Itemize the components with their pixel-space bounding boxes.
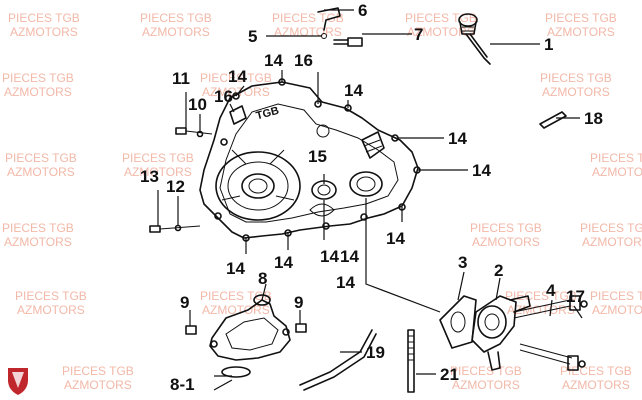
callout-16: 16	[214, 87, 233, 106]
watermark-text: PIECES TGB	[580, 221, 642, 235]
part-water-pump	[185, 294, 307, 378]
watermark-text: AZMOTORS	[452, 378, 520, 392]
callout-16: 16	[294, 51, 313, 70]
watermark-text: PIECES TGB	[122, 151, 194, 165]
callout-2: 2	[494, 261, 503, 280]
callout-14: 14	[448, 129, 467, 148]
callout-15: 15	[308, 147, 327, 166]
callout-14: 14	[228, 67, 247, 86]
brand-shield-icon	[8, 368, 28, 395]
watermark-text: PIECES TGB	[5, 151, 77, 165]
callout-13: 13	[140, 167, 159, 186]
bolt-hole	[220, 138, 228, 146]
part-dipstick	[458, 13, 491, 65]
callout-14: 14	[340, 247, 359, 266]
cover-logo-text: TGB	[255, 105, 281, 123]
watermark-text: PIECES TGB	[2, 221, 74, 235]
callout-14: 14	[386, 229, 405, 248]
part-bolts-left	[149, 127, 213, 233]
watermark-text: AZMOTORS	[124, 165, 192, 179]
callout-14: 14	[320, 247, 339, 266]
watermark-text: AZMOTORS	[407, 25, 475, 39]
callout-14: 14	[344, 81, 363, 100]
watermark-text: AZMOTORS	[142, 25, 210, 39]
clutch-housing-ring	[215, 151, 301, 221]
callout-14: 14	[274, 253, 293, 272]
watermark-text: PIECES TGB	[140, 11, 212, 25]
callout-10: 10	[188, 95, 207, 114]
watermark-layer: PIECES TGB AZMOTORS PIECES TGB AZMOTORS …	[2, 11, 642, 392]
watermark-text: AZMOTORS	[274, 25, 342, 39]
callout-7: 7	[414, 25, 423, 44]
clutch-center-boss	[241, 173, 275, 199]
callout-14: 14	[472, 161, 491, 180]
leader-lines	[157, 9, 583, 391]
watermark-text: PIECES TGB	[405, 11, 477, 25]
watermark-text: AZMOTORS	[507, 303, 575, 317]
watermark-text: PIECES TGB	[62, 364, 134, 378]
watermark-text: PIECES TGB	[545, 11, 617, 25]
callout-1: 1	[544, 35, 553, 54]
watermark-text: AZMOTORS	[7, 165, 75, 179]
part-pin	[539, 111, 567, 129]
gasket	[439, 295, 477, 349]
callout-14: 14	[226, 259, 245, 278]
watermark-text: AZMOTORS	[64, 378, 132, 392]
part-hose	[299, 329, 373, 386]
bolt-hole	[322, 222, 330, 230]
watermark-text: PIECES TGB	[560, 364, 632, 378]
watermark-text: PIECES TGB	[450, 364, 522, 378]
callout-14: 14	[264, 51, 283, 70]
watermark-text: PIECES TGB	[2, 71, 74, 85]
watermark-text: AZMOTORS	[547, 25, 615, 39]
callout-3: 3	[458, 253, 467, 272]
callout-17: 17	[566, 287, 585, 306]
watermark-text: AZMOTORS	[592, 165, 642, 179]
part-thermostat-assembly	[439, 295, 588, 371]
o-ring	[221, 366, 251, 378]
callout-19: 19	[366, 343, 385, 362]
watermark-text: AZMOTORS	[4, 235, 72, 249]
callout-18: 18	[584, 109, 603, 128]
callout-9: 9	[180, 293, 189, 312]
callout-labels: 6 5 7 1 18 11 14 14 16 14 10 16 14 15 14…	[140, 1, 603, 394]
callout-11: 11	[172, 69, 190, 88]
watermark-text: AZMOTORS	[472, 235, 540, 249]
cap-boss	[349, 171, 383, 197]
callout-4: 4	[546, 281, 556, 300]
callout-21: 21	[440, 365, 459, 384]
watermark-text: PIECES TGB	[505, 289, 577, 303]
callout-12: 12	[166, 177, 185, 196]
watermark-text: AZMOTORS	[562, 378, 630, 392]
callout-9: 9	[294, 293, 303, 312]
watermark-text: AZMOTORS	[10, 25, 78, 39]
callout-14: 14	[336, 273, 355, 292]
bolt-hole	[214, 212, 222, 220]
watermark-text: AZMOTORS	[592, 303, 642, 317]
callout-6: 6	[358, 1, 367, 20]
watermark-text: PIECES TGB	[15, 289, 87, 303]
bolt-hole	[232, 92, 240, 100]
watermark-text: AZMOTORS	[202, 85, 270, 99]
watermark-text: PIECES TGB	[8, 11, 80, 25]
watermark-text: AZMOTORS	[17, 303, 85, 317]
watermark-text: PIECES TGB	[590, 151, 642, 165]
watermark-text: PIECES TGB	[540, 71, 612, 85]
watermark-text: AZMOTORS	[4, 85, 72, 99]
bolt-hole	[360, 213, 368, 221]
watermark-text: AZMOTORS	[542, 85, 610, 99]
callout-8: 8	[258, 269, 267, 288]
watermark-text: PIECES TGB	[590, 289, 642, 303]
callout-8-1: 8-1	[170, 375, 195, 394]
part-strap	[407, 329, 415, 393]
watermark-text: PIECES TGB	[470, 221, 542, 235]
watermark-text: AZMOTORS	[582, 235, 642, 249]
callout-5: 5	[248, 27, 257, 46]
watermark-text: PIECES TGB	[200, 71, 272, 85]
